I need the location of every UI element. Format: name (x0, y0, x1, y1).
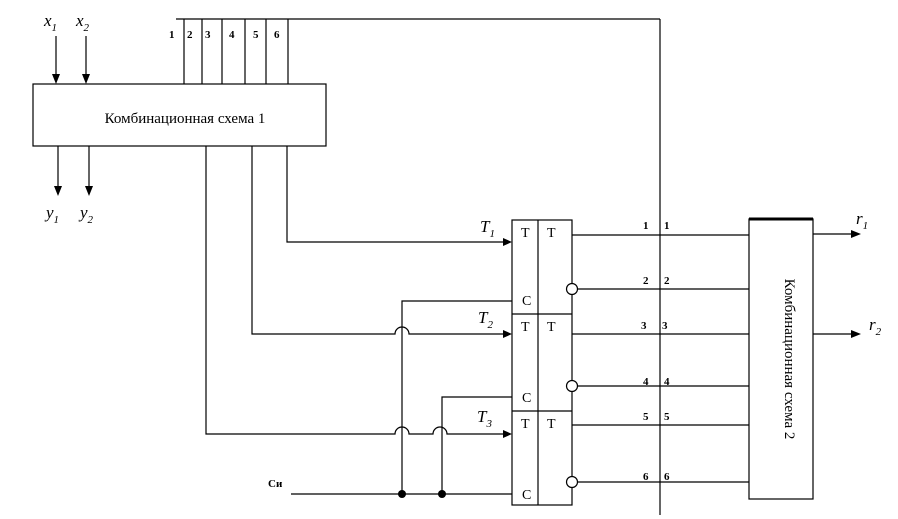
wire-number: 6 (643, 471, 649, 483)
inverted-output-circle (565, 379, 579, 393)
wire-number: 5 (643, 411, 649, 423)
trigger-label-t3: T3 (477, 407, 492, 430)
wire-number: 2 (664, 275, 670, 287)
wire-number: 1 (643, 220, 649, 232)
wire-number: 2 (643, 275, 649, 287)
trigger-2-c: C (522, 391, 531, 406)
bus-number: 2 (187, 29, 193, 41)
combinational-block-1 (32, 83, 327, 147)
bus-top-numbers: 1 2 3 4 5 6 (169, 29, 280, 41)
wire-number: 4 (643, 376, 649, 388)
bus-number: 3 (205, 29, 211, 41)
bus-number: 4 (229, 29, 235, 41)
input-label-x2: x2 (75, 11, 90, 34)
trigger-1-c: C (522, 294, 531, 309)
bus-number: 1 (169, 29, 175, 41)
wire-number: 5 (664, 411, 670, 423)
junction-dot (398, 490, 406, 498)
trigger-2-t-in: T (521, 320, 530, 335)
trigger-stack (511, 219, 573, 506)
trigger-1-t-out: T (547, 226, 556, 241)
junction-dot (438, 490, 446, 498)
bus-number: 5 (253, 29, 259, 41)
output-arrows-y (54, 146, 93, 196)
wire-number: 4 (664, 376, 670, 388)
trigger-output-wires (572, 234, 749, 483)
output-label-r2: r2 (869, 315, 882, 338)
trigger-3-t-in: T (521, 417, 530, 432)
trigger-label-t1: T1 (480, 217, 495, 240)
trigger-label-t2: T2 (478, 308, 493, 331)
trigger-1-t-in: T (521, 226, 530, 241)
output-label-y2: y2 (78, 203, 94, 226)
wire-number: 3 (641, 320, 647, 332)
block-1-label: Комбинационная схема 1 (105, 111, 266, 127)
trigger-output-numbers: 1 1 2 2 3 3 4 4 5 5 6 6 (641, 220, 670, 483)
trigger-3-c: C (522, 488, 531, 503)
output-arrows-r (813, 230, 861, 338)
trigger-3-t-out: T (547, 417, 556, 432)
clock-wires (291, 300, 512, 495)
bus-number: 6 (274, 29, 280, 41)
combinational-block-2 (748, 218, 814, 500)
trigger-pin-labels: T T C T T C T T C (521, 226, 556, 503)
trigger-2-t-out: T (547, 320, 556, 335)
wire-number: 1 (664, 220, 670, 232)
input-label-x1: x1 (43, 11, 57, 34)
wire-number: 6 (664, 471, 670, 483)
feedback-bus (176, 18, 661, 515)
block-2-label: Комбинационная схема 2 (781, 279, 797, 440)
wire-number: 3 (662, 320, 668, 332)
clock-label: Си (268, 478, 283, 490)
excitation-wires (205, 146, 512, 438)
inverted-output-circle (565, 282, 579, 296)
input-arrows (52, 36, 90, 84)
output-label-y1: y1 (44, 203, 59, 226)
inverted-output-circle (565, 475, 579, 489)
output-label-r1: r1 (856, 209, 868, 232)
